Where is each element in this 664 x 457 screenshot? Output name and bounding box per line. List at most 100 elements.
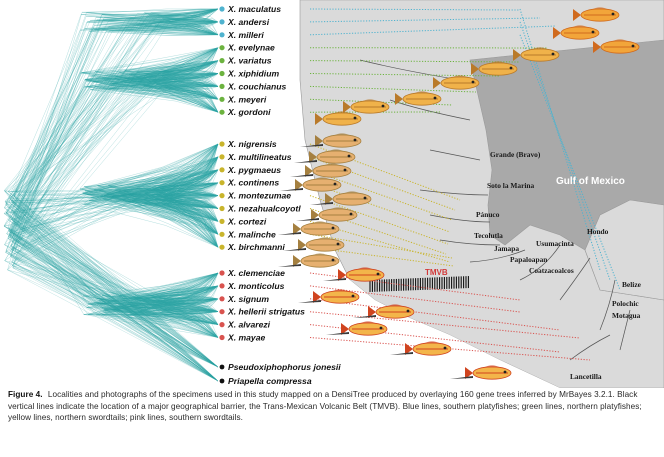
taxon-label: X. maculatus	[227, 4, 281, 14]
fish-photo	[390, 341, 452, 356]
fish-photo	[326, 321, 388, 336]
taxon-dot	[219, 70, 225, 77]
taxon-dot	[219, 283, 225, 289]
figure-panel: X. maculatus X. andersi X. milleri X. evely…	[3, 0, 664, 388]
gulf-label: Gulf of Mexico	[556, 176, 625, 187]
fish-photographs	[278, 7, 640, 380]
yucatan-peninsula	[584, 199, 664, 301]
taxon-dot	[219, 205, 225, 212]
taxon-dot	[219, 244, 225, 250]
taxon-dot	[219, 309, 225, 315]
taxon-dot	[219, 193, 225, 199]
taxon-label: X. andersi	[227, 17, 270, 27]
taxon-label: X. malinche	[227, 229, 276, 239]
taxon-label: X. xiphidium	[227, 69, 279, 79]
fish-photo	[553, 25, 600, 40]
tmvb-label: TMVB	[425, 268, 448, 277]
taxon-dot	[219, 96, 225, 102]
fish-photo	[450, 365, 512, 380]
taxon-label: X. couchianus	[227, 81, 286, 91]
outgroup-label: Priapella compressa	[228, 376, 312, 386]
taxon-dot	[219, 334, 225, 341]
locality-line	[309, 311, 581, 339]
locality-line	[309, 195, 449, 245]
river-label-belize: Belize	[622, 280, 642, 289]
locality-line	[309, 73, 501, 77]
fish-photo	[290, 163, 352, 178]
river-label-papaloapan: Papaloapan	[510, 255, 547, 264]
taxon-label: X. montezumae	[227, 191, 291, 201]
taxon-labels: X. maculatus X. andersi X. milleri X. evely…	[219, 4, 341, 386]
river-label-tecolutla: Tecolutla	[474, 231, 503, 240]
fish-photo	[278, 253, 340, 268]
taxon-dot	[219, 83, 225, 89]
taxon-label: X. signum	[227, 294, 269, 304]
fish-photo	[296, 207, 358, 222]
fish-photo	[315, 111, 362, 126]
figure-caption: Figure 4. Localities and photographs of …	[8, 389, 658, 424]
taxon-label: X. mayae	[227, 333, 265, 343]
fish-photo	[294, 149, 356, 164]
taxon-label: X. meyeri	[227, 94, 267, 104]
locality-line	[519, 21, 611, 281]
outgroup-dot	[219, 364, 225, 370]
taxon-dot	[219, 141, 225, 147]
river-label-panuco: Pánuco	[476, 210, 500, 219]
fish-photo	[353, 304, 415, 319]
taxon-label: X. milleri	[227, 30, 264, 40]
river-label-grande: Grande (Bravo)	[490, 150, 541, 159]
taxon-label: X. continens	[227, 178, 279, 188]
taxon-dot	[219, 231, 225, 237]
outgroup-dot	[219, 378, 225, 384]
taxon-dot	[219, 296, 225, 302]
taxon-label: X. hellerii strigatus	[227, 307, 305, 317]
locality-line	[309, 246, 455, 267]
caption-figure-label: Figure 4.	[8, 390, 43, 399]
taxon-dot	[219, 109, 225, 115]
river-label-coatzacoalcos: Coatzacoalcos	[529, 266, 574, 275]
locality-line	[309, 220, 451, 263]
fish-photo	[323, 267, 385, 282]
taxon-label: X. gordoni	[227, 107, 271, 117]
river-label-hondo: Hondo	[587, 227, 609, 236]
locality-line	[309, 272, 521, 301]
fish-photo	[513, 47, 560, 62]
fish-photo	[573, 7, 620, 22]
rivers	[359, 59, 631, 361]
taxon-dot	[219, 180, 225, 186]
taxon-dot	[219, 6, 225, 12]
taxon-label: X. alvarezi	[227, 320, 271, 330]
locality-line	[309, 25, 557, 36]
taxon-dot	[219, 322, 225, 328]
taxon-label: X. birchmanni	[227, 242, 285, 252]
fish-photo	[471, 61, 518, 76]
river-label-polochic: Polochic	[612, 299, 639, 308]
taxon-label: X. cortezi	[227, 216, 267, 226]
map-labels: Grande (Bravo) Soto la Marina Gulf of Me…	[425, 150, 642, 381]
densitree	[3, 8, 219, 382]
taxon-label: X. monticolus	[227, 281, 285, 291]
taxon-label: X. evelynae	[227, 43, 275, 53]
locality-line	[519, 34, 621, 291]
taxon-dot	[219, 58, 225, 64]
densitree-map-figure: X. maculatus X. andersi X. milleri X. evely…	[3, 0, 664, 388]
fish-photo	[593, 39, 640, 54]
outgroup-label: Pseudoxiphophorus jonesii	[228, 362, 341, 372]
fish-photo	[343, 99, 390, 114]
fish-photo	[283, 237, 345, 252]
taxon-dot	[219, 32, 225, 38]
fish-photo	[278, 221, 340, 236]
taxon-label: X. nezahualcoyotl	[227, 204, 301, 214]
taxon-dot	[219, 218, 225, 224]
taxon-dot	[219, 167, 225, 173]
fish-photo	[310, 191, 372, 206]
caption-text: Localities and photographs of the specim…	[8, 390, 642, 423]
taxon-dot	[219, 154, 225, 160]
river-label-soto: Soto la Marina	[487, 181, 535, 190]
taxon-dot	[219, 270, 225, 276]
fish-photo	[300, 133, 362, 148]
taxon-dot	[219, 19, 225, 25]
taxon-dot	[219, 45, 225, 51]
river-label-jamapa: Jamapa	[494, 244, 519, 253]
fish-photo	[433, 75, 480, 90]
